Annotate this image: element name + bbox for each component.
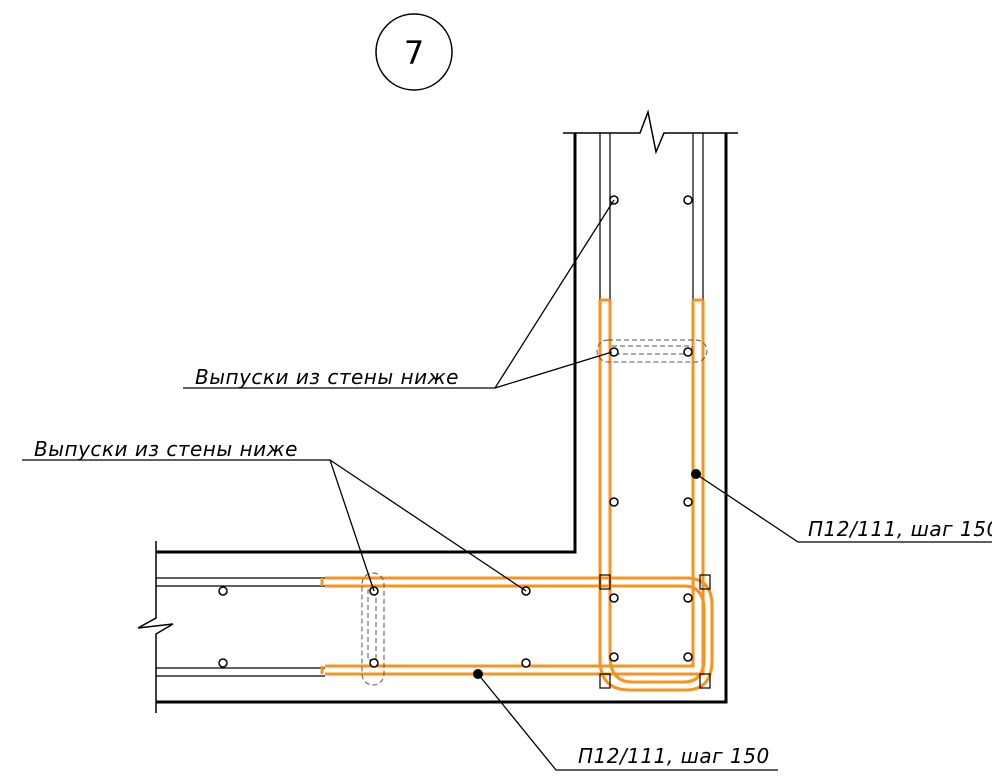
callout-rebar-bottom: П12/111, шаг 150: [578, 744, 770, 768]
leader-lines: [22, 199, 992, 771]
callout-rebar-right: П12/111, шаг 150: [808, 517, 992, 541]
break-lines: [137, 109, 738, 713]
wall-outline: [156, 133, 728, 704]
rebar-u-bars: [320, 298, 714, 692]
section-marker: 7: [375, 13, 453, 91]
leader-dots: [473, 469, 701, 679]
bar-sections: [218, 195, 693, 668]
wall-bars: [156, 133, 704, 677]
callout-outlets-left: Выпуски из стены ниже: [34, 437, 298, 461]
bar-end-marks: [599, 574, 711, 689]
hidden-outlets: [361, 339, 708, 686]
section-marker-number: 7: [404, 34, 424, 72]
callout-outlets-upper: Выпуски из стены ниже: [195, 365, 459, 389]
